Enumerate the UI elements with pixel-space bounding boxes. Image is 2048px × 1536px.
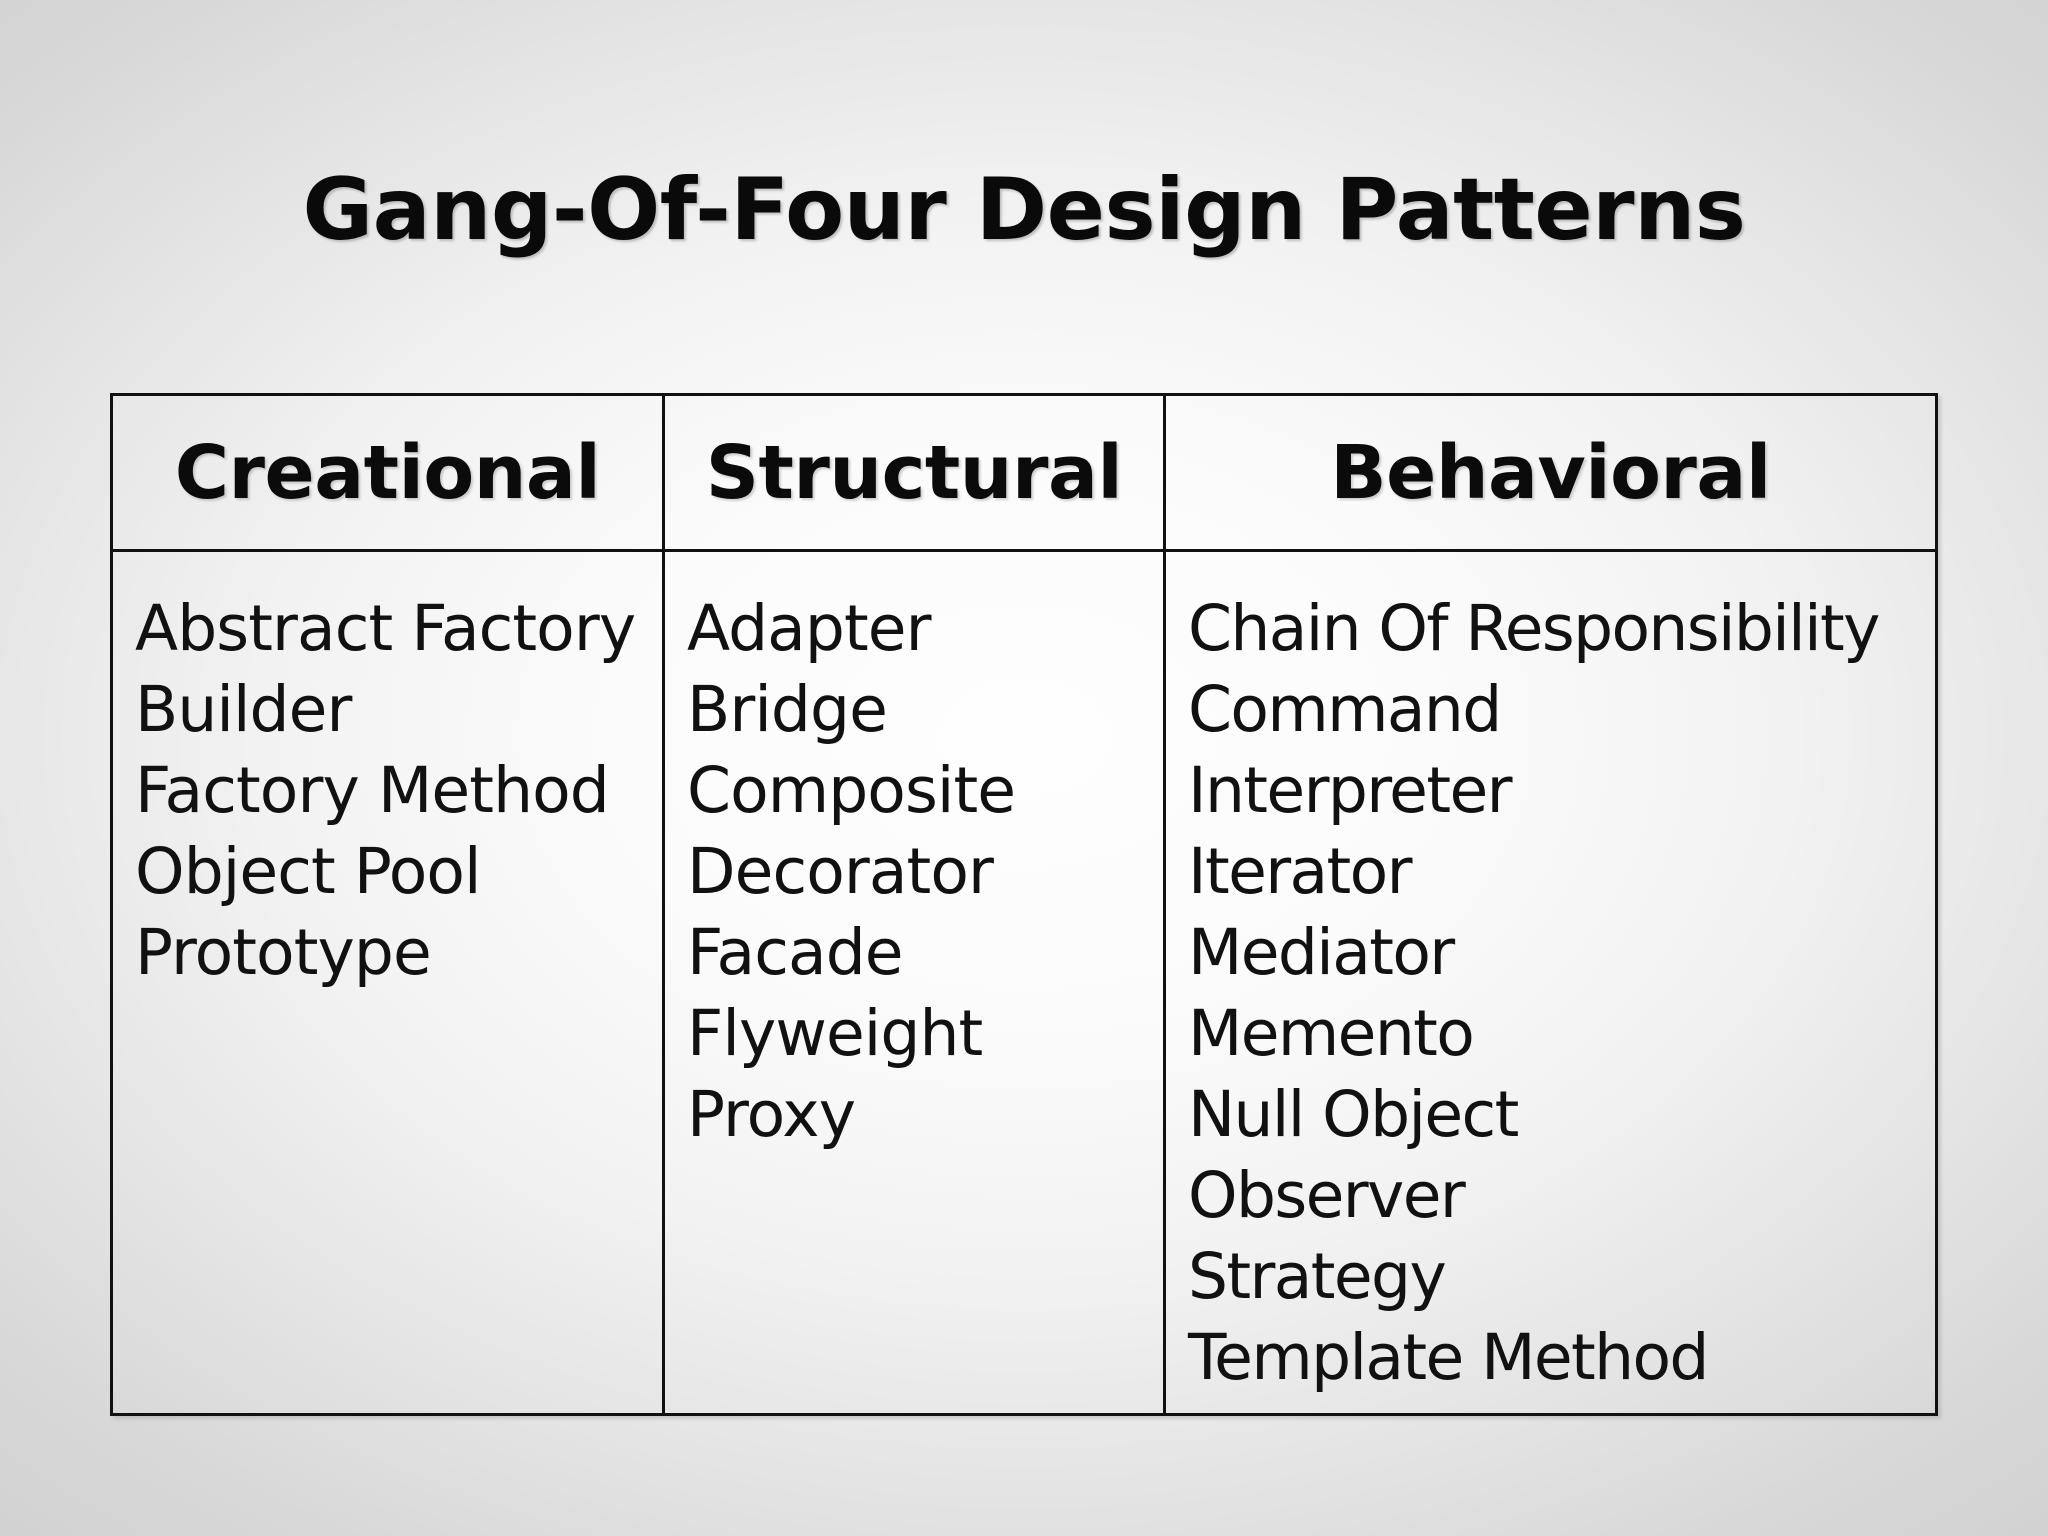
table-header-cell-behavioral: Behavioral [1166, 396, 1935, 549]
table-cell-behavioral: Chain Of Responsibility Command Interpre… [1166, 552, 1935, 1413]
list-item: Adapter [687, 592, 932, 665]
table-header-cell-structural: Structural [662, 396, 1166, 549]
list-item: Memento [1188, 997, 1475, 1070]
column-header-label-creational: Creational [174, 429, 601, 516]
list-item: Abstract Factory [135, 592, 636, 665]
list-item: Flyweight [687, 997, 983, 1070]
table-cell-structural: Adapter Bridge Composite Decorator Facad… [662, 552, 1166, 1413]
table-header-cell-creational: Creational [113, 396, 662, 549]
list-item: Decorator [687, 835, 994, 908]
pattern-list-structural: Adapter Bridge Composite Decorator Facad… [665, 588, 1163, 1155]
list-item: Composite [687, 754, 1016, 827]
pattern-list-creational: Abstract Factory Builder Factory Method … [113, 588, 662, 993]
list-item: Template Method [1188, 1321, 1709, 1394]
page-title: Gang-Of-Four Design Patterns [302, 160, 1746, 260]
table-cell-creational: Abstract Factory Builder Factory Method … [113, 552, 662, 1413]
list-item: Strategy [1188, 1240, 1447, 1313]
list-item: Proxy [687, 1078, 856, 1151]
list-item: Bridge [687, 673, 888, 746]
list-item: Factory Method [135, 754, 610, 827]
list-item: Prototype [135, 916, 432, 989]
list-item: Mediator [1188, 916, 1455, 989]
column-header-label-structural: Structural [705, 429, 1123, 516]
list-item: Interpreter [1188, 754, 1513, 827]
list-item: Command [1188, 673, 1502, 746]
list-item: Facade [687, 916, 904, 989]
list-item: Builder [135, 673, 352, 746]
list-item: Object Pool [135, 835, 482, 908]
table-body-row: Abstract Factory Builder Factory Method … [113, 552, 1935, 1413]
column-header-label-behavioral: Behavioral [1330, 429, 1771, 516]
list-item: Null Object [1188, 1078, 1519, 1151]
list-item: Iterator [1188, 835, 1413, 908]
table-header-row: Creational Structural Behavioral [113, 396, 1935, 552]
list-item: Observer [1188, 1159, 1466, 1232]
list-item: Chain Of Responsibility [1188, 592, 1880, 665]
patterns-table: Creational Structural Behavioral Abstrac… [110, 393, 1938, 1416]
pattern-list-behavioral: Chain Of Responsibility Command Interpre… [1166, 588, 1935, 1398]
